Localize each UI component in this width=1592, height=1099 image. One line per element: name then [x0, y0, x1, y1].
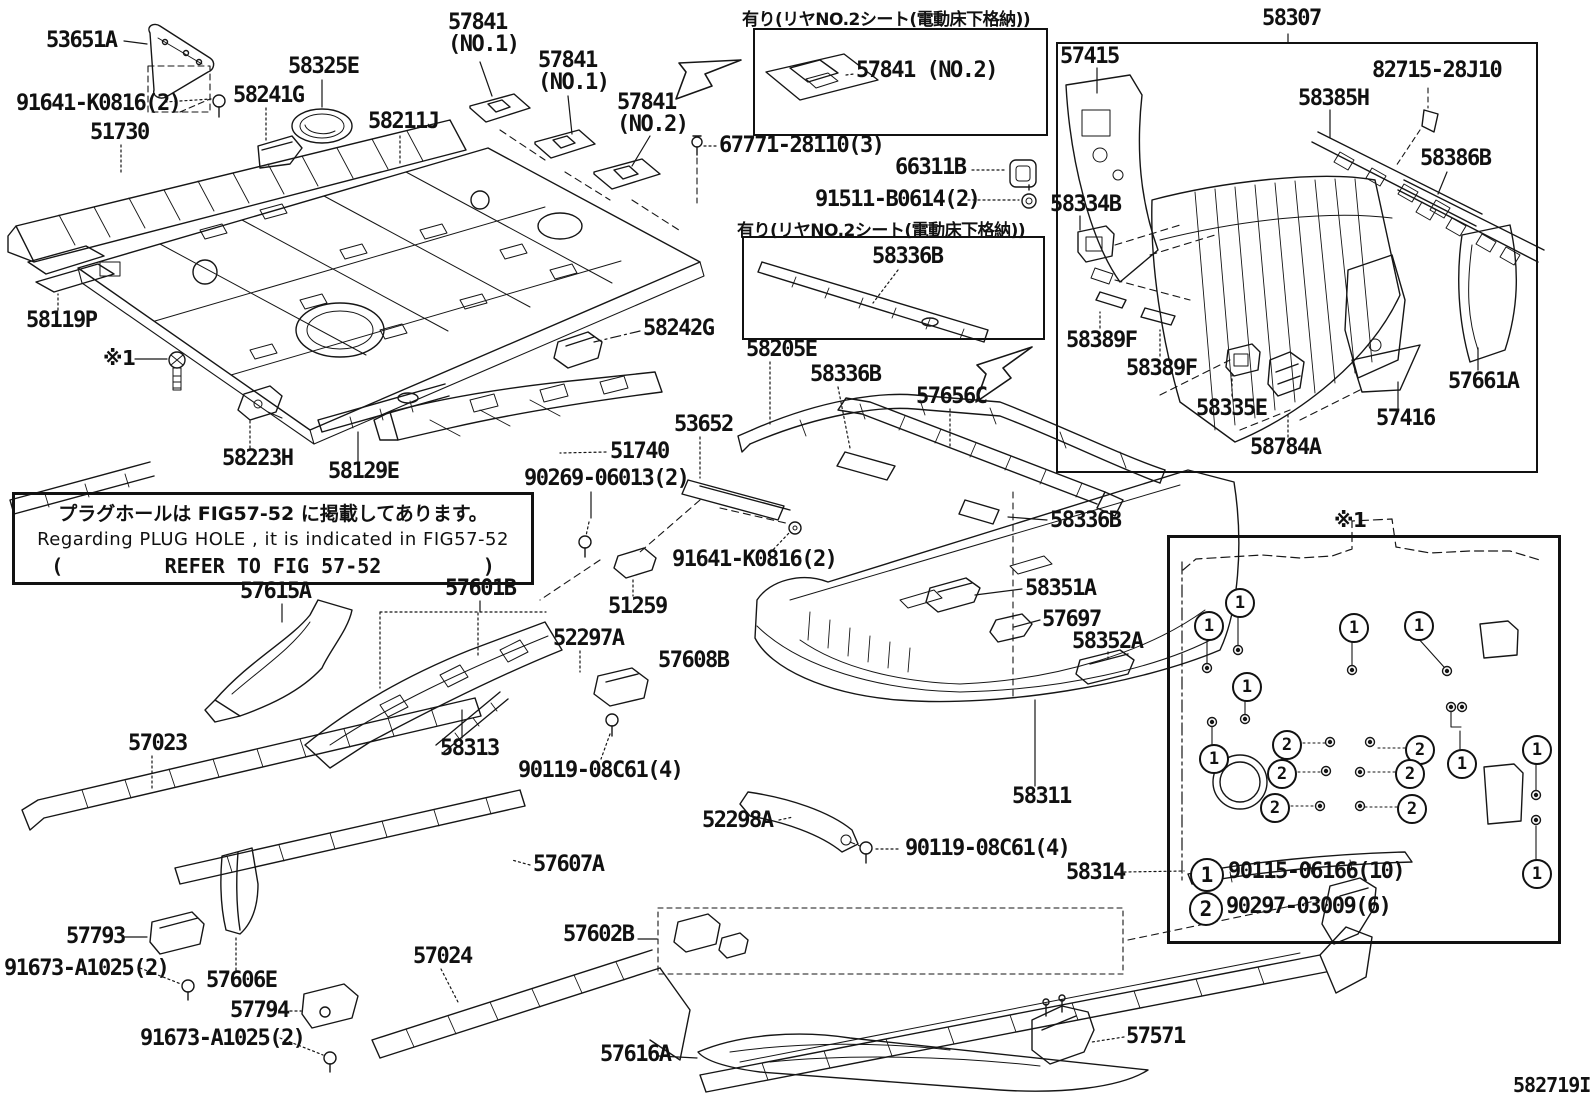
part-label-52298a: 52298A	[702, 808, 774, 833]
part-label-57023: 57023	[128, 731, 188, 756]
figure-code: 582719I	[1513, 1073, 1591, 1097]
ref-paren-close: )	[482, 554, 495, 579]
fastener-marker-1: 1	[1194, 611, 1224, 641]
fastener-marker-1: 1	[1225, 588, 1255, 618]
part-label-58313: 58313	[440, 736, 500, 761]
assembly-callout-box-58307	[1056, 42, 1538, 473]
legend-symbol-1: 1	[1190, 858, 1224, 892]
part-label-90119-08c61-right: 90119-08C61(4)	[905, 836, 1071, 861]
part-label-57656c: 57656C	[916, 384, 988, 409]
part-label-57841-no1-a: 57841 (NO.1)	[448, 10, 520, 58]
part-label-58211j: 58211J	[368, 109, 440, 134]
part-label-91511-b0614: 91511-B0614(2)	[815, 187, 981, 212]
fastener-marker-2: 2	[1272, 730, 1302, 760]
fastener-marker-1: 1	[1199, 744, 1229, 774]
part-label-57571: 57571	[1126, 1024, 1186, 1049]
part-label-51740: 51740	[610, 439, 670, 464]
fastener-marker-2: 2	[1267, 759, 1297, 789]
part-label-58242g: 58242G	[643, 316, 715, 341]
part-label-91641-k0816-top: 91641-K0816(2)	[16, 91, 182, 116]
part-label-53651a: 53651A	[46, 28, 118, 53]
fastener-marker-1: 1	[1522, 859, 1552, 889]
legend-part-90297-03009: 90297-03009(6)	[1226, 894, 1392, 919]
part-label-57841-no2-box: 57841 (NO.2)	[856, 58, 998, 83]
part-label-51259: 51259	[608, 594, 668, 619]
option-note-title-1: 有り(リヤNO.2シート(電動床下格納))	[742, 10, 1031, 30]
fastener-marker-1: 1	[1447, 749, 1477, 779]
part-label-58336b-box: 58336B	[872, 244, 944, 269]
fastener-map-box	[1167, 535, 1561, 944]
fastener-marker-1: 1	[1404, 611, 1434, 641]
part-label-58784a: 58784A	[1250, 435, 1322, 460]
part-label-58129e: 58129E	[328, 459, 400, 484]
option-callout-box-2	[742, 236, 1045, 340]
part-label-90269-06013: 90269-06013(2)	[524, 466, 690, 491]
ref-text: REFER TO FIG 57-52	[164, 554, 382, 579]
part-label-91641-k0816-mid: 91641-K0816(2)	[672, 547, 838, 572]
part-label-58351a: 58351A	[1025, 576, 1097, 601]
part-label-57697: 57697	[1042, 607, 1102, 632]
part-label-57415: 57415	[1060, 44, 1120, 69]
part-label-57841-no1-b: 57841 (NO.1)	[538, 48, 610, 96]
part-label-58205e: 58205E	[746, 337, 818, 362]
ref-mark-box-title: ※1	[1334, 508, 1367, 532]
part-label-91673-a1025-a: 91673-A1025(2)	[4, 956, 170, 981]
part-label-58311: 58311	[1012, 784, 1072, 809]
part-label-58385h: 58385H	[1298, 86, 1370, 111]
part-label-58335e: 58335E	[1196, 396, 1268, 421]
part-label-57602b: 57602B	[563, 922, 635, 947]
part-label-82715-28j10: 82715-28J10	[1372, 58, 1503, 83]
part-label-57608b: 57608B	[658, 648, 730, 673]
part-label-58325e: 58325E	[288, 54, 360, 79]
fastener-marker-2: 2	[1260, 793, 1290, 823]
part-label-67771-28110: 67771-28110(3)	[719, 133, 885, 158]
plug-hole-note-en: Regarding PLUG HOLE , it is indicated in…	[37, 529, 509, 551]
part-label-58307: 58307	[1262, 6, 1322, 31]
part-label-58314: 58314	[1066, 860, 1126, 885]
part-label-58336b-mid: 58336B	[810, 362, 882, 387]
part-label-58334b: 58334B	[1050, 192, 1122, 217]
part-label-57607a: 57607A	[533, 852, 605, 877]
part-label-90119-08c61-left: 90119-08C61(4)	[518, 758, 684, 783]
part-label-57024: 57024	[413, 944, 473, 969]
plug-hole-note-ref: ( REFER TO FIG 57-52 )	[51, 554, 495, 578]
part-label-57793: 57793	[66, 924, 126, 949]
part-label-53652: 53652	[674, 412, 734, 437]
part-label-57794: 57794	[230, 998, 290, 1023]
fastener-marker-1: 1	[1339, 613, 1369, 643]
part-label-58389f-a: 58389F	[1066, 328, 1138, 353]
part-label-58352a: 58352A	[1072, 629, 1144, 654]
part-label-51730: 51730	[90, 120, 150, 145]
plug-hole-note-ja: プラグホールは FIG57-52 に掲載してあります。	[58, 502, 488, 525]
part-label-91673-a1025-b: 91673-A1025(2)	[140, 1026, 306, 1051]
legend-part-90115-06166: 90115-06166(10)	[1228, 859, 1406, 884]
fastener-marker-2: 2	[1395, 759, 1425, 789]
part-label-52297a: 52297A	[553, 626, 625, 651]
part-label-57615a: 57615A	[240, 579, 312, 604]
fastener-marker-2: 2	[1397, 794, 1427, 824]
part-label-66311b: 66311B	[895, 155, 967, 180]
part-label-58223h: 58223H	[222, 446, 294, 471]
part-label-58389f-b: 58389F	[1126, 356, 1198, 381]
part-label-57606e: 57606E	[206, 968, 278, 993]
part-label-58241g: 58241G	[233, 83, 305, 108]
part-label-57601b: 57601B	[445, 576, 517, 601]
part-label-58386b: 58386B	[1420, 146, 1492, 171]
part-label-57841-no2: 57841 (NO.2)	[617, 90, 689, 138]
ref-mark-1: ※1	[103, 346, 136, 370]
ref-paren-open: (	[51, 554, 64, 579]
part-label-58119p: 58119P	[26, 308, 98, 333]
plug-hole-note-box: プラグホールは FIG57-52 に掲載してあります。 Regarding PL…	[12, 492, 534, 585]
option-callout-box-1	[753, 28, 1048, 136]
part-label-57661a: 57661A	[1448, 369, 1520, 394]
fastener-marker-1: 1	[1522, 735, 1552, 765]
fastener-marker-1: 1	[1232, 672, 1262, 702]
part-label-57416: 57416	[1376, 406, 1436, 431]
part-label-57616a: 57616A	[600, 1042, 672, 1067]
legend-symbol-2: 2	[1189, 892, 1223, 926]
part-label-58336b-right: 58336B	[1050, 508, 1122, 533]
